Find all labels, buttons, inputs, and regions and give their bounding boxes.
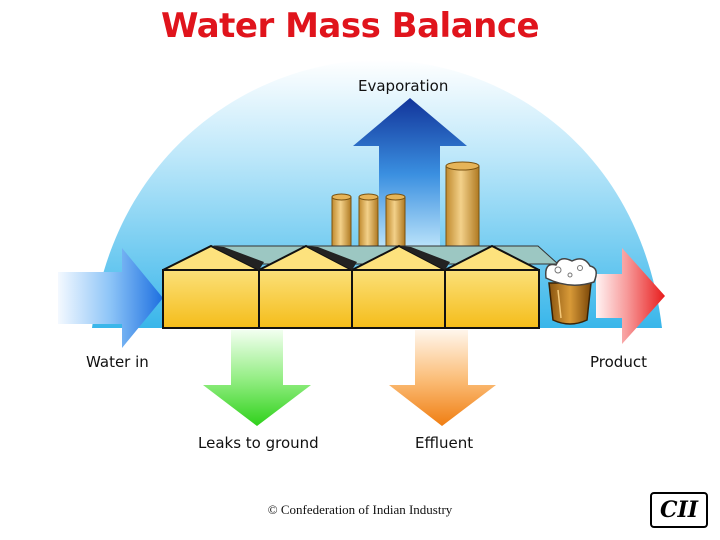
- product-label: Product: [590, 353, 647, 371]
- copyright-notice: © Confederation of Indian Industry: [267, 502, 453, 517]
- cii-logo: CII: [650, 492, 708, 528]
- effluent-label: Effluent: [415, 434, 474, 452]
- water-in-arrow-icon: [58, 248, 163, 348]
- leaks-arrow-icon: [203, 330, 311, 426]
- leaks-label: Leaks to ground: [198, 434, 319, 452]
- factory-icon: [162, 244, 560, 329]
- effluent-arrow-icon: [389, 330, 496, 426]
- product-arrow-icon: [596, 248, 665, 344]
- page-title: Water Mass Balance: [160, 6, 540, 46]
- water-in-label: Water in: [86, 353, 149, 371]
- beer-mug-icon: [544, 258, 597, 325]
- evaporation-label: Evaporation: [358, 77, 449, 95]
- evaporation-arrow-icon: [353, 98, 467, 250]
- chimney-icon: [331, 161, 480, 251]
